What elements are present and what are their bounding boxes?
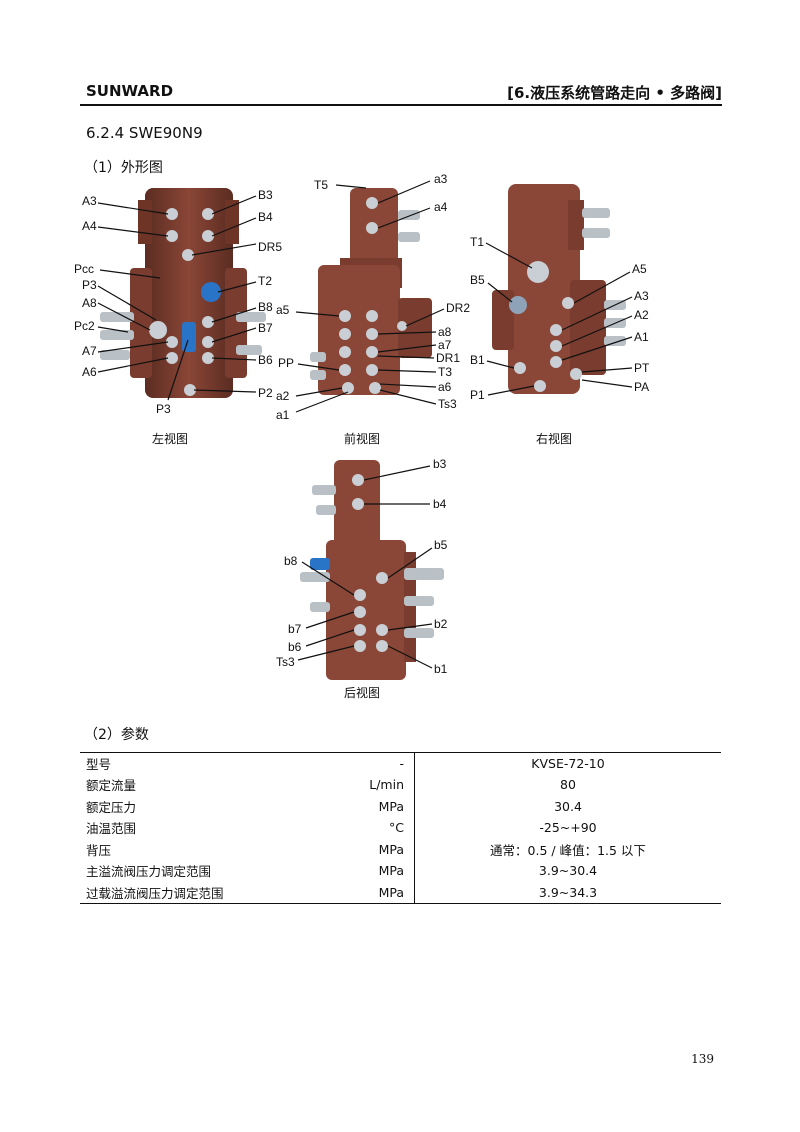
header-rule (80, 104, 722, 106)
param-unit: °C (304, 817, 415, 839)
param-name: 主溢流阀压力调定范围 (86, 864, 212, 880)
label-A4: A4 (82, 219, 97, 233)
label-a6: a6 (438, 380, 452, 394)
param-name: 过载溢流阀压力调定范围 (80, 881, 304, 904)
label-T3: T3 (438, 365, 453, 379)
label-a5: a5 (276, 303, 290, 317)
label-Ts3-back: Ts3 (276, 655, 295, 669)
label-b2: b2 (434, 617, 448, 631)
param-unit: MPa (304, 795, 415, 817)
caption-back-view: 后视图 (344, 686, 381, 700)
label-T1: T1 (470, 235, 485, 249)
label-b6: b6 (288, 640, 302, 654)
param-value: -25~+90 (539, 820, 597, 836)
label-b7: b7 (288, 622, 302, 636)
param-unit: MPa (304, 838, 415, 860)
label-b4: b4 (433, 497, 447, 511)
label-b8: b8 (284, 554, 298, 568)
param-name: 型号 (80, 752, 304, 774)
label-b5: b5 (434, 538, 448, 552)
label-DR5: DR5 (258, 240, 283, 254)
table-row: 型号 - KVSE-72-10 (80, 752, 721, 774)
label-B3: B3 (258, 188, 273, 202)
label-Ts3: Ts3 (438, 397, 457, 411)
table-row: 过载溢流阀压力调定范围 MPa 3.9~34.3 (80, 881, 721, 904)
label-B6: B6 (258, 353, 273, 367)
label-a3: a3 (434, 172, 448, 186)
label-B8: B8 (258, 300, 273, 314)
caption-right-view: 右视图 (536, 432, 573, 446)
label-B4: B4 (258, 210, 273, 224)
param-value: 3.9~30.4 (538, 863, 598, 879)
param-name: 背压 (86, 842, 112, 858)
caption-left-view: 左视图 (152, 432, 189, 446)
param-value: 80 (560, 777, 576, 793)
param-value: 30.4 (554, 798, 582, 814)
label-b1: b1 (434, 662, 448, 676)
label-A8: A8 (82, 296, 97, 310)
chapter-title: [6.液压系统管路走向 • 多路阀] (507, 84, 722, 102)
label-PP: PP (278, 356, 295, 370)
params-table: 型号 - KVSE-72-10 额定流量 L/min 80 额定压力 MPa 3… (80, 752, 721, 904)
label-P3: P3 (82, 278, 97, 292)
brand-name: SUNWARD (86, 82, 174, 100)
param-unit: - (304, 752, 415, 774)
subsection-appearance: （1）外形图 (84, 160, 163, 176)
label-B5: B5 (470, 273, 485, 287)
table-row: 背压 MPa 通常：0.5 / 峰值：1.5 以下 (80, 838, 721, 860)
param-unit: MPa (304, 881, 415, 904)
section-title: 6.2.4 SWE90N9 (86, 124, 203, 142)
label-PA: PA (634, 380, 650, 394)
label-PT: PT (634, 361, 650, 375)
label-a1: a1 (276, 408, 290, 422)
label-A3-right: A3 (634, 289, 649, 303)
label-T5: T5 (314, 178, 329, 192)
label-a2: a2 (276, 389, 290, 403)
label-Pc2: Pc2 (74, 319, 95, 333)
label-B1: B1 (470, 353, 485, 367)
param-value: 3.9~34.3 (414, 881, 721, 904)
label-P3-bottom: P3 (156, 402, 171, 416)
param-name: 额定流量 (86, 778, 137, 794)
label-a8: a8 (438, 325, 452, 339)
label-A2: A2 (634, 308, 649, 322)
label-A5: A5 (632, 262, 647, 276)
table-row: 额定压力 MPa 30.4 (80, 795, 721, 817)
param-unit: MPa (304, 860, 415, 882)
label-P2: P2 (258, 386, 273, 400)
label-A7: A7 (82, 344, 97, 358)
label-Pcc: Pcc (74, 262, 95, 276)
param-value: KVSE-72-10 (414, 752, 721, 774)
label-a4: a4 (434, 200, 448, 214)
label-A1: A1 (634, 330, 649, 344)
table-row: 油温范围 °C -25~+90 (80, 817, 721, 839)
param-name: 额定压力 (86, 799, 137, 815)
label-A3: A3 (82, 194, 97, 208)
page-number: 139 (691, 1052, 714, 1066)
param-unit: L/min (304, 774, 415, 796)
label-A6: A6 (82, 365, 97, 379)
label-DR2: DR2 (446, 301, 471, 315)
label-DR1: DR1 (436, 351, 461, 365)
label-b3: b3 (433, 457, 447, 471)
table-row: 额定流量 L/min 80 (80, 774, 721, 796)
label-B7: B7 (258, 321, 273, 335)
caption-front-view: 前视图 (344, 432, 381, 446)
subsection-params: （2）参数 (84, 727, 149, 743)
param-value: 通常：0.5 / 峰值：1.5 以下 (490, 842, 646, 858)
label-T2: T2 (258, 274, 273, 288)
label-P1: P1 (470, 388, 485, 402)
label-a7: a7 (438, 338, 452, 352)
table-row: 主溢流阀压力调定范围 MPa 3.9~30.4 (80, 860, 721, 882)
param-name: 油温范围 (86, 821, 137, 837)
